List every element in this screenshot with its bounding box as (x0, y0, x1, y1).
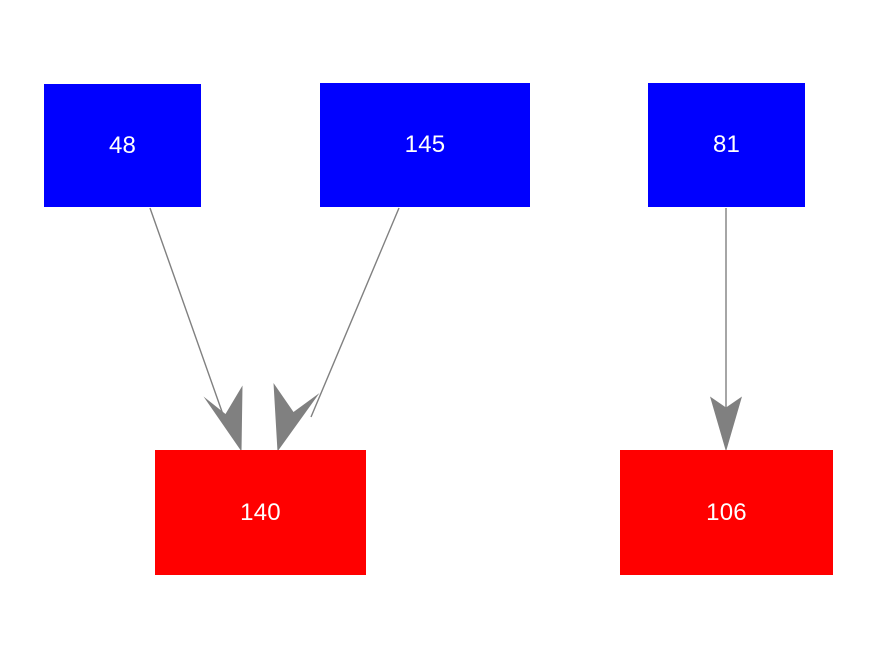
edge-48-to-140[interactable] (149, 207, 243, 452)
node-48[interactable]: 48 (44, 84, 201, 207)
node-label: 81 (712, 131, 741, 158)
node-label: 106 (706, 498, 747, 526)
edge-81-to-106[interactable] (710, 208, 742, 452)
arrowhead-icon (273, 383, 320, 452)
node-label: 48 (108, 131, 137, 159)
edge-line (149, 207, 227, 424)
edge-line (310, 207, 400, 418)
node-145[interactable]: 145 (320, 83, 530, 207)
node-81[interactable]: 81 (648, 83, 805, 207)
node-label: 145 (404, 131, 446, 158)
node-label: 140 (240, 498, 281, 526)
arrowhead-icon (710, 396, 742, 452)
edge-145-to-140[interactable] (273, 207, 400, 452)
arrowhead-icon (203, 385, 243, 452)
node-140[interactable]: 140 (155, 450, 366, 575)
node-106[interactable]: 106 (620, 450, 833, 575)
